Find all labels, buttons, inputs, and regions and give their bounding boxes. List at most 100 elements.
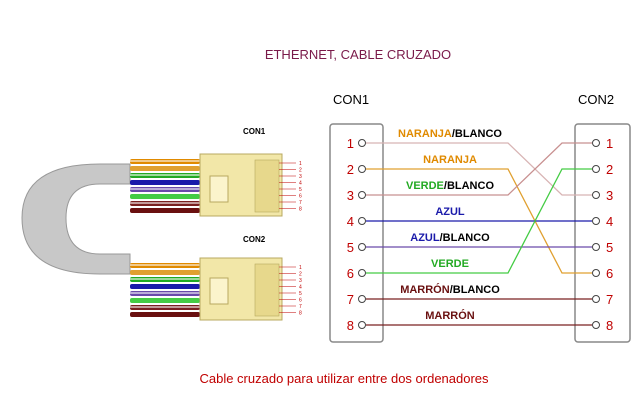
con2-pin-terminal: [592, 217, 600, 225]
wire-strand-stripe: [130, 174, 200, 176]
plug-pin-number: 8: [299, 207, 302, 213]
con2-pin-terminal: [592, 165, 600, 173]
plug-pin-number: 5: [299, 187, 302, 193]
con2-pin-number: 8: [606, 318, 613, 333]
wire-labels: NARANJA/BLANCONARANJAVERDE/BLANCOAZULAZU…: [398, 128, 502, 322]
con2-pin-number: 6: [606, 266, 613, 281]
wire-strand-stripe: [130, 160, 200, 162]
plug-top-label: CON1: [243, 127, 266, 136]
con2-pin-number: 5: [606, 240, 613, 255]
con1-pin-number: 7: [347, 292, 354, 307]
con1-pin-terminal: [358, 139, 366, 147]
wire-strand-stripe: [130, 292, 200, 294]
wire-strand: [130, 298, 200, 303]
wire-label-part: VERDE: [406, 180, 444, 192]
plug-pin-number: 1: [299, 265, 302, 271]
plug-pin-number: 6: [299, 194, 302, 200]
con2-pin-number: 2: [606, 162, 613, 177]
con1-connector: [329, 123, 384, 343]
wire-strand-stripe: [130, 202, 200, 204]
wire-label-part: AZUL: [410, 232, 440, 244]
con1-pin-terminal: [358, 269, 366, 277]
con1-pin-terminal: [358, 295, 366, 303]
con2-header: CON2: [578, 92, 615, 107]
wire-label-part: VERDE: [431, 258, 469, 270]
wire-strand: [130, 312, 200, 317]
wire-strands-bottom: [130, 263, 200, 317]
con2-pin-number: 7: [606, 292, 613, 307]
wire-strand: [130, 284, 200, 289]
wire-label-part: /: [440, 232, 443, 244]
wire-label-part: MARRÓN: [400, 283, 450, 296]
con1-pin-terminal: [358, 191, 366, 199]
plug-pin-number: 5: [299, 291, 302, 297]
wire-strand: [130, 166, 200, 171]
con1-pin-number: 3: [347, 188, 354, 203]
con2-pin-number: 4: [606, 214, 613, 229]
plug-pin-number: 6: [299, 298, 302, 304]
plug-pin-number: 3: [299, 174, 302, 180]
wire-label-7: MARRÓN/BLANCO: [400, 283, 500, 296]
con1-pin-terminal: [358, 217, 366, 225]
plug-pin-number: 2: [299, 168, 302, 174]
wire-lines: [366, 142, 592, 326]
wire-strand: [130, 180, 200, 185]
wire-label-part: BLANCO: [447, 180, 494, 192]
wire-strand-stripe: [130, 306, 200, 308]
plug-bottom-label: CON2: [243, 235, 266, 244]
diagram-caption: Cable cruzado para utilizar entre dos or…: [199, 371, 489, 386]
plug-pin-number: 7: [299, 200, 302, 206]
wire-label-part: BLANCO: [453, 284, 500, 296]
con1-pin-terminal: [358, 321, 366, 329]
wire-label-part: AZUL: [435, 206, 465, 218]
wire-label-part: /: [444, 180, 447, 192]
con1-header: CON1: [333, 92, 370, 107]
plug-pin-number: 1: [299, 161, 302, 167]
wire-strand-stripe: [130, 278, 200, 280]
wire-label-1: NARANJA/BLANCO: [398, 128, 502, 140]
wire-label-part: NARANJA: [398, 128, 452, 140]
plug-pin-number: 4: [299, 285, 302, 291]
con2-pin-number: 1: [606, 136, 613, 151]
wire-label-5: AZUL/BLANCO: [410, 232, 490, 244]
con2-pin-terminal: [592, 269, 600, 277]
wire-strand: [130, 270, 200, 275]
wire-strand-stripe: [130, 264, 200, 266]
con2-pin-terminal: [592, 321, 600, 329]
wire-label-2: NARANJA: [423, 154, 477, 166]
con1-pin-number: 2: [347, 162, 354, 177]
wire-label-part: BLANCO: [443, 232, 490, 244]
wire-label-part: BLANCO: [455, 128, 502, 140]
con2-pin-terminal: [592, 243, 600, 251]
plug-pin-number: 4: [299, 181, 302, 187]
plug-bottom: [199, 257, 283, 321]
wire-label-part: MARRÓN: [425, 309, 475, 322]
con2-pin-terminal: [592, 139, 600, 147]
plug-pin-number: 3: [299, 278, 302, 284]
con1-pin-terminal: [358, 243, 366, 251]
wire-label-part: /: [450, 284, 453, 296]
wire-label-4: AZUL: [435, 206, 465, 218]
con1-pin-number: 4: [347, 214, 354, 229]
wire-label-part: /: [452, 128, 455, 140]
con2-connector: [574, 123, 631, 343]
con2-pin-terminal: [592, 191, 600, 199]
plug-pin-number: 8: [299, 311, 302, 317]
wire-label-3: VERDE/BLANCO: [406, 180, 494, 192]
wire-line-6: [366, 168, 592, 274]
con1-pin-number: 1: [347, 136, 354, 151]
cable-loop: [21, 163, 131, 275]
plug-pin-number: 7: [299, 304, 302, 310]
wire-label-part: NARANJA: [423, 154, 477, 166]
plug-pin-number: 2: [299, 272, 302, 278]
diagram-title: ETHERNET, CABLE CRUZADO: [264, 47, 452, 62]
con1-pin-number: 5: [347, 240, 354, 255]
wire-strand: [130, 194, 200, 199]
con1-pin-number: 6: [347, 266, 354, 281]
wire-strand-stripe: [130, 188, 200, 190]
